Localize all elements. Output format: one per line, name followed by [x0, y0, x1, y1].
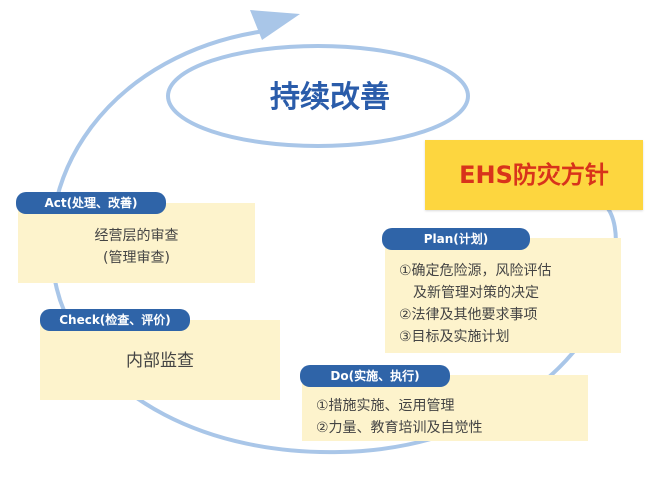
act-line-1: 经营层的审查 — [94, 228, 179, 244]
act-line-2: (管理审查) — [103, 250, 170, 266]
check-box: 内部监查 — [40, 320, 280, 400]
plan-item-3: ③目标及实施计划 — [399, 329, 510, 345]
plan-box: ①确定危险源，风险评估 及新管理对策的决定 ②法律及其他要求事项 ③目标及实施计… — [385, 238, 621, 353]
do-item-1: ①措施实施、运用管理 — [316, 398, 455, 414]
act-box: 经营层的审查 (管理审查) — [18, 203, 255, 283]
plan-label: Plan(计划) — [382, 228, 530, 250]
check-label: Check(检查、评价) — [40, 309, 190, 331]
act-label: Act(处理、改善) — [16, 192, 166, 214]
do-label: Do(实施、执行) — [300, 365, 450, 387]
plan-item-1: ①确定危险源，风险评估 — [399, 263, 552, 279]
plan-item-1-cont: 及新管理对策的决定 — [413, 285, 539, 301]
ehs-policy-box: EHS防灾方针 — [425, 140, 643, 210]
page-title: 持续改善 — [270, 80, 390, 115]
plan-item-2: ②法律及其他要求事项 — [399, 307, 538, 323]
do-item-2: ②力量、教育培训及自觉性 — [316, 420, 483, 436]
check-text: 内部监查 — [126, 351, 194, 371]
